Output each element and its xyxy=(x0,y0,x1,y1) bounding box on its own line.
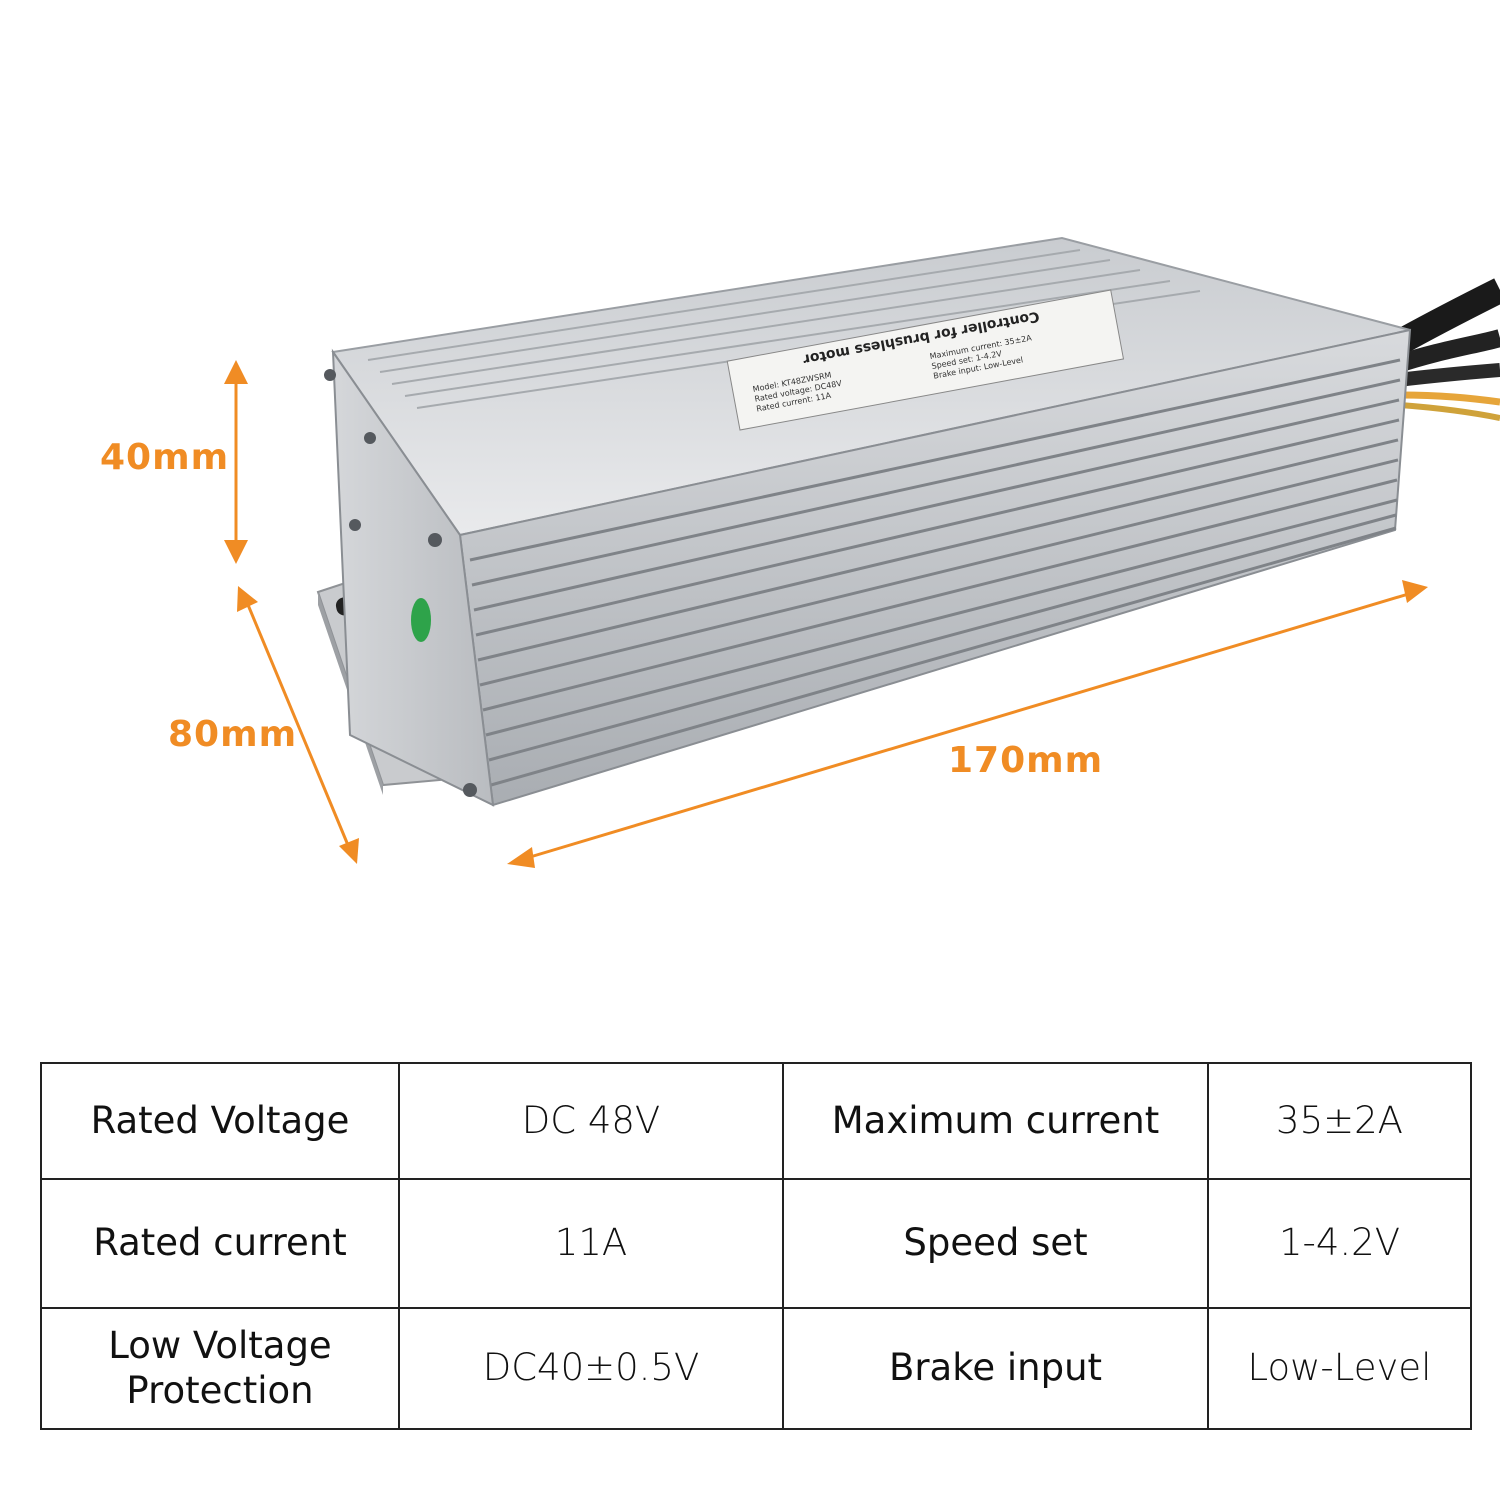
width-dimension-arrow xyxy=(237,586,359,864)
height-dimension-arrow xyxy=(224,360,248,564)
spec-value: 35±2A xyxy=(1207,1062,1472,1180)
housing-end-cap xyxy=(331,348,495,807)
length-dimension-label: 170mm xyxy=(948,740,1104,781)
spec-label: Maximum current xyxy=(782,1062,1209,1180)
spec-label: Rated Voltage xyxy=(40,1062,400,1180)
width-dimension-label: 80mm xyxy=(168,714,298,755)
spec-table: Rated Voltage DC 48V Maximum current 35±… xyxy=(40,1062,1472,1430)
product-illustration: Controller for brushless motor Model: KT… xyxy=(224,236,1500,868)
cable-bundle xyxy=(1388,278,1500,421)
spec-label: Speed set xyxy=(782,1178,1209,1309)
spec-label: Rated current xyxy=(40,1178,400,1309)
table-row: Rated Voltage DC 48V Maximum current 35±… xyxy=(40,1062,1472,1180)
spec-value: 11A xyxy=(398,1178,784,1309)
spec-value: DC 48V xyxy=(398,1062,784,1180)
spec-label: Brake input xyxy=(782,1307,1209,1430)
table-row: Low Voltage Protection DC40±0.5V Brake i… xyxy=(40,1307,1472,1430)
spec-label: Low Voltage Protection xyxy=(40,1307,400,1430)
cooling-fins xyxy=(469,358,1401,787)
spec-value: 1-4.2V xyxy=(1207,1178,1472,1309)
spec-value: DC40±0.5V xyxy=(398,1307,784,1430)
height-dimension-label: 40mm xyxy=(100,437,230,478)
table-row: Rated current 11A Speed set 1-4.2V xyxy=(40,1178,1472,1309)
screws xyxy=(324,369,477,797)
status-led xyxy=(411,598,431,642)
spec-value: Low-Level xyxy=(1207,1307,1472,1430)
length-dimension-arrow xyxy=(507,580,1428,868)
